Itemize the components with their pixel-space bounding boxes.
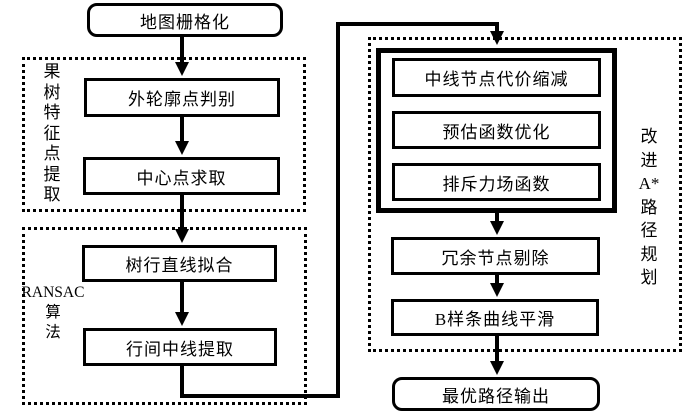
node-bspline-curve-smoothing-label: B样条曲线平滑: [434, 310, 556, 329]
node-repulsive-force-field-function: 排斥力场函数: [392, 163, 601, 201]
node-outer-contour-point-discrimination: 外轮廓点判别: [84, 78, 280, 117]
node-outer-contour-point-discrimination-label: 外轮廓点判别: [128, 90, 236, 109]
group-label-improved-astar-path-planning: 改 进 A* 路 径 规 划: [638, 127, 660, 287]
node-repulsive-force-field-function-label: 排斥力场函数: [442, 174, 551, 194]
group-label-ransac-algorithm: RANSAC 算 法: [21, 284, 85, 341]
node-map-rasterization: 地图栅格化: [87, 3, 283, 37]
node-midline-node-cost-reduction: 中线节点代价缩减: [392, 58, 601, 97]
node-center-point-calculation-label: 中心点求取: [136, 168, 227, 188]
node-bspline-curve-smoothing: B样条曲线平滑: [391, 299, 599, 336]
node-inter-row-midline-extraction-label: 行间中线提取: [126, 339, 234, 359]
node-center-point-calculation: 中心点求取: [83, 157, 280, 195]
node-heuristic-function-optimization: 预估函数优化: [392, 111, 601, 149]
node-midline-node-cost-reduction-label: 中线节点代价缩减: [424, 70, 569, 89]
node-optimal-path-output-label: 最优路径输出: [442, 386, 550, 406]
node-heuristic-function-optimization-label: 预估函数优化: [442, 122, 551, 142]
node-tree-row-line-fitting-label: 树行直线拟合: [125, 256, 234, 275]
node-redundant-node-removal: 冗余节点剔除: [391, 237, 600, 275]
group-label-fruit-tree-feature-extraction: 果 树 特 征 点 提 取: [43, 62, 61, 204]
node-optimal-path-output: 最优路径输出: [392, 377, 600, 411]
node-tree-row-line-fitting: 树行直线拟合: [82, 245, 277, 282]
node-redundant-node-removal-label: 冗余节点剔除: [441, 248, 550, 268]
node-map-rasterization-label: 地图栅格化: [140, 12, 230, 32]
node-inter-row-midline-extraction: 行间中线提取: [83, 328, 277, 366]
